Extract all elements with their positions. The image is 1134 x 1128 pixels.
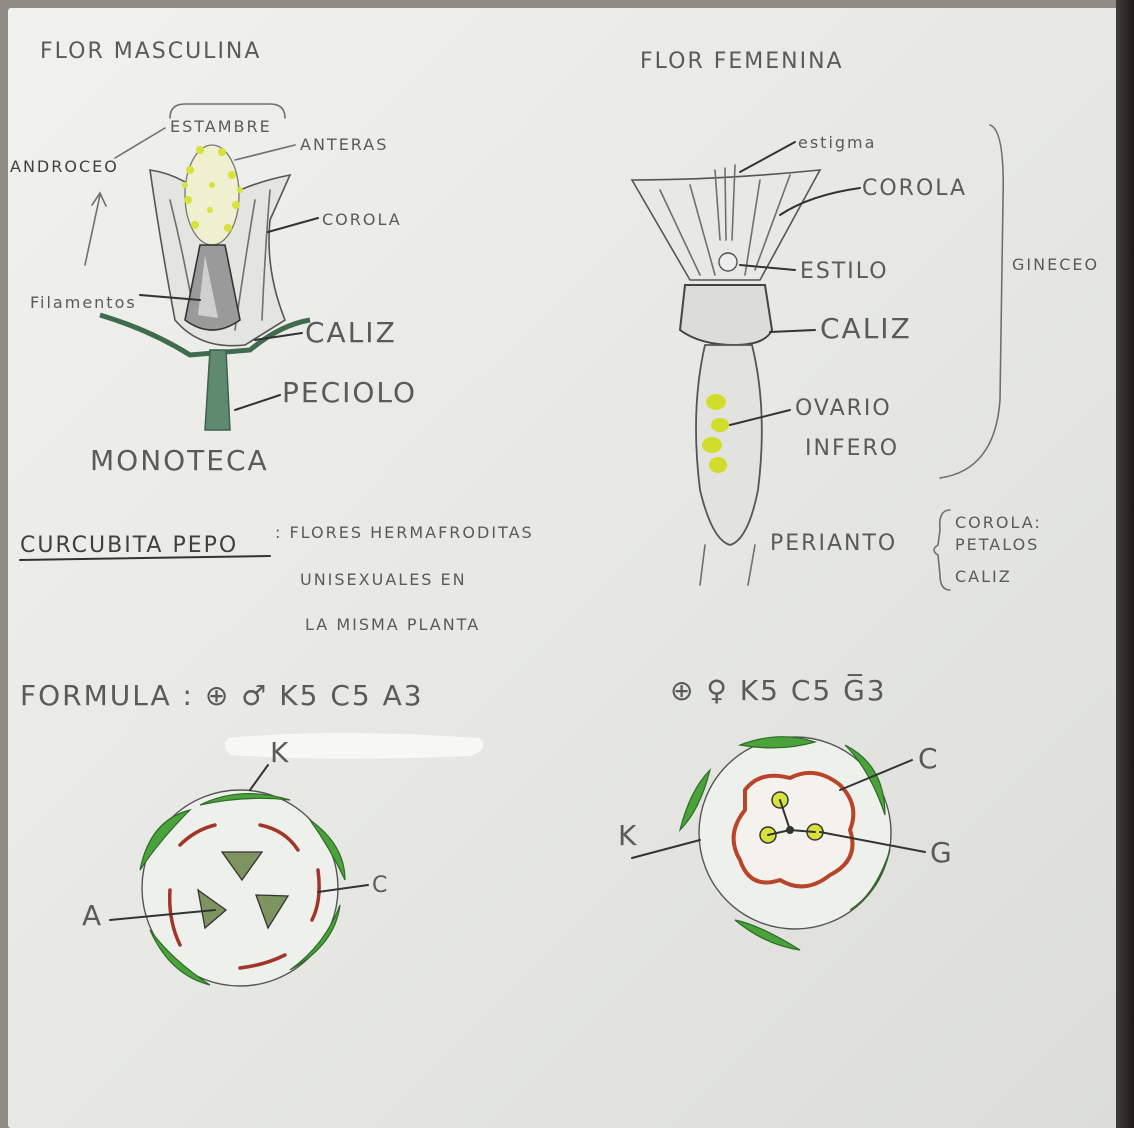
label-female-caliz: CALIZ: [820, 312, 912, 345]
formula-female: ⊕ ♀ K5 C5 G̅3: [670, 673, 887, 707]
peciolo-arrow: [235, 395, 280, 410]
label-estigma: estigma: [798, 133, 876, 152]
male-stem: [205, 350, 230, 430]
up-arrow: [85, 193, 106, 265]
perianto-corola: COROLA:: [955, 513, 1042, 532]
species-name: CURCUBITA PEPO: [20, 533, 238, 558]
female-k-arrow: [632, 840, 700, 858]
species-line-3: LA MISMA PLANTA: [305, 615, 480, 634]
label-ovario-2: INFERO: [805, 436, 899, 461]
label-male-corola: COROLA: [322, 210, 402, 229]
male-k-arrow: [250, 765, 268, 790]
species-notes: CURCUBITA PEPO : FLORES HERMAFRODITAS UN…: [20, 523, 534, 634]
perianto-brace: [934, 510, 950, 590]
species-line-2: UNISEXUALES EN: [300, 570, 467, 589]
formula-male: FORMULA : ⊕ ♂ K5 C5 A3: [20, 679, 424, 712]
perianto-petalos: PETALOS: [955, 535, 1039, 554]
male-flower-section: FLOR MASCULINA ESTAMBRE ANDROCEO ANTERAS…: [10, 39, 417, 477]
male-diagram-k: K: [270, 736, 290, 769]
correction-fluid-smudge: [225, 733, 484, 759]
label-gineceo: GINECEO: [1012, 255, 1099, 274]
style-base: [719, 253, 737, 271]
label-filamentos: Filamentos: [30, 293, 137, 312]
label-estilo: ESTILO: [800, 259, 889, 284]
estambre-bracket: [170, 104, 285, 118]
label-estambre: ESTAMBRE: [170, 117, 272, 136]
label-female-corola: COROLA: [862, 176, 967, 201]
estigma-arrow: [740, 142, 795, 172]
female-title: FLOR FEMENINA: [640, 49, 844, 74]
androceo-arrow: [115, 128, 165, 158]
perianto-label: PERIANTO: [770, 531, 897, 556]
male-diagram-c: C: [372, 873, 389, 898]
female-diagram-g: G: [930, 836, 954, 869]
perianto-caliz: CALIZ: [955, 567, 1012, 586]
label-male-caliz: CALIZ: [305, 316, 397, 349]
anteras-arrow: [235, 145, 295, 160]
female-flower-section: FLOR FEMENINA estigma COROLA ESTILO CALI…: [632, 49, 1099, 585]
label-androceo: ANDROCEO: [10, 157, 119, 176]
female-diagram-c: C: [918, 742, 940, 775]
male-corola-arrow: [268, 218, 318, 232]
female-pedicel: [700, 545, 755, 585]
label-monoteca: MONOTECA: [90, 444, 269, 477]
perianto-notes: PERIANTO COROLA: PETALOS CALIZ: [770, 510, 1042, 590]
label-anteras: ANTERAS: [300, 135, 388, 154]
male-title: FLOR MASCULINA: [40, 39, 261, 64]
female-caliz-arrow: [770, 330, 815, 332]
male-floral-diagram: K A C: [82, 736, 389, 986]
female-calyx: [680, 285, 772, 345]
male-diagram-a: A: [82, 899, 103, 932]
female-floral-diagram: C G K: [618, 737, 954, 950]
label-peciolo: PECIOLO: [282, 376, 417, 409]
species-line-1: : FLORES HERMAFRODITAS: [275, 523, 534, 542]
label-ovario-1: OVARIO: [795, 396, 892, 421]
female-diagram-k: K: [618, 819, 638, 852]
